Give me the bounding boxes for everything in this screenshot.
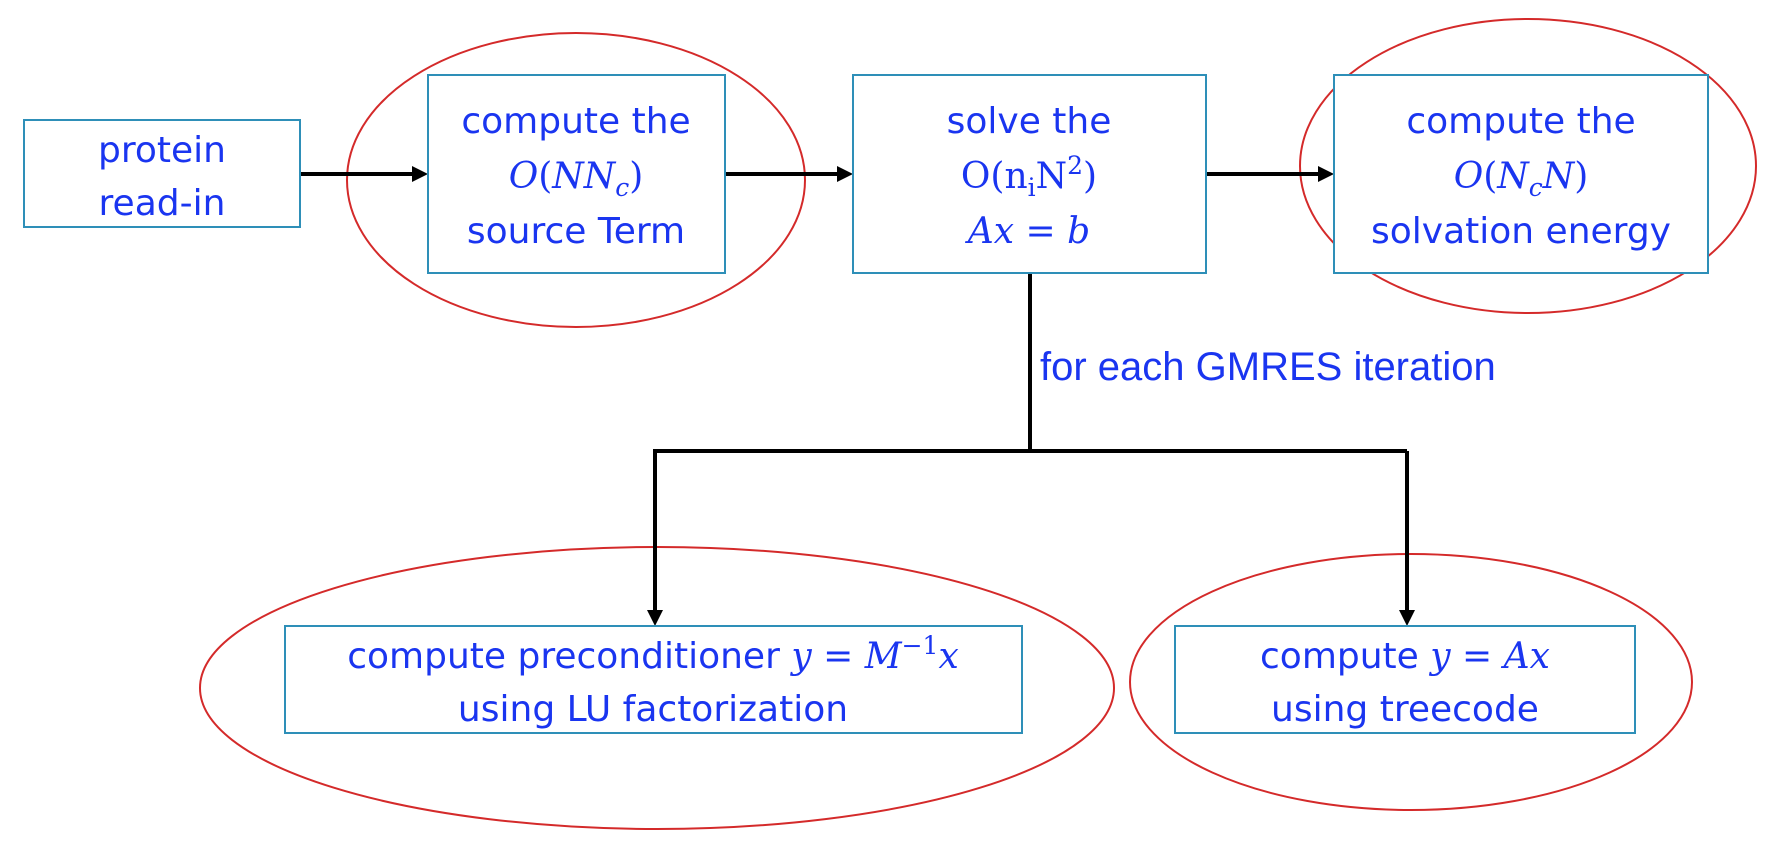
connectors (300, 166, 1415, 626)
node-label-line: protein (98, 130, 226, 171)
linear-system-equation: Ax = b (965, 211, 1090, 252)
complexity-formula: O(niN2) (961, 151, 1097, 202)
arrowhead (837, 166, 853, 182)
highlight-ellipse-source (346, 32, 806, 328)
node-matvec-treecode: compute y = Ax using treecode (1174, 625, 1636, 734)
gmres-iteration-label: for each GMRES iteration (1040, 345, 1496, 389)
node-label-line: compute y = Ax (1260, 636, 1550, 677)
node-label-line: compute the (1406, 101, 1635, 142)
arrowhead (1399, 610, 1415, 626)
complexity-formula: O(NNc) (509, 156, 644, 202)
complexity-formula: O(NcN) (1454, 156, 1589, 202)
node-box (1333, 74, 1709, 274)
node-preconditioner: compute preconditioner y = M−1x using LU… (284, 625, 1023, 734)
node-protein-read-in: protein read-in (23, 119, 301, 228)
highlight-ellipse-matvec (1129, 553, 1693, 811)
highlight-ellipse-energy (1299, 18, 1757, 314)
arrowhead (647, 610, 663, 626)
node-label-line: source Term (467, 211, 685, 252)
node-source-term: compute the O(NNc) source Term (427, 74, 726, 274)
node-box (23, 119, 301, 228)
node-solve: solve the O(niN2) Ax = b (852, 74, 1207, 274)
node-label-line: read-in (99, 183, 226, 224)
node-label-line: using LU factorization (458, 689, 848, 730)
node-label-line: solve the (947, 101, 1112, 142)
node-label-line: compute the (461, 101, 690, 142)
node-label-line: solvation energy (1371, 211, 1671, 252)
node-label-line: using treecode (1271, 689, 1539, 730)
node-label-line: compute preconditioner y = M−1x (347, 631, 959, 677)
node-box (427, 74, 726, 274)
node-box (852, 74, 1207, 274)
arrowhead (412, 166, 428, 182)
node-box (1174, 625, 1636, 734)
arrowhead (1318, 166, 1334, 182)
node-box (284, 625, 1023, 734)
node-solvation-energy: compute the O(NcN) solvation energy (1333, 74, 1709, 274)
